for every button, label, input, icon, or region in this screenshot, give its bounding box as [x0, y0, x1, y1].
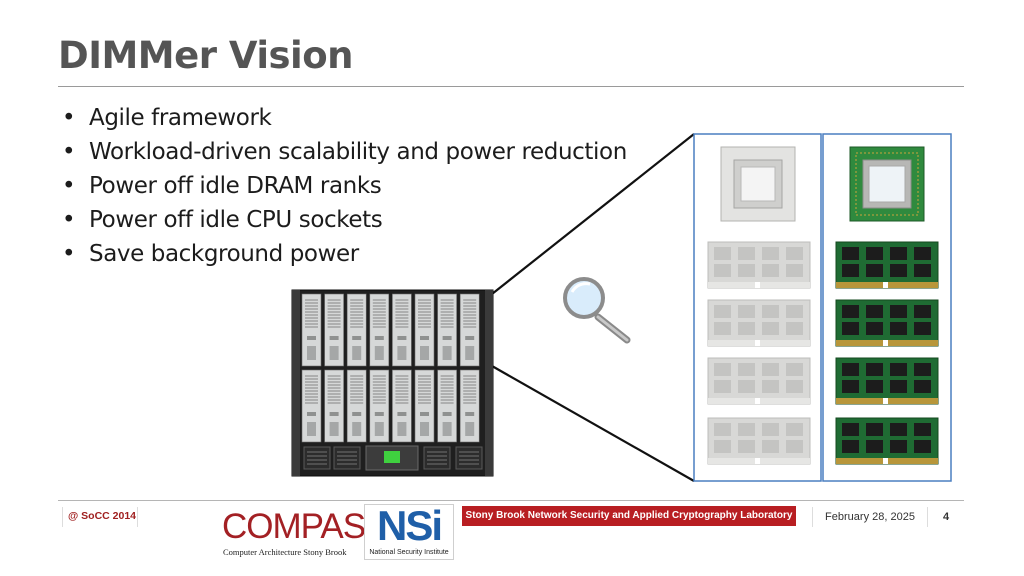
powered-off-panel [693, 133, 822, 482]
bullet-item: • Power off idle DRAM ranks [62, 169, 627, 203]
bullet-dot: • [62, 241, 76, 267]
footer-divider [58, 500, 964, 501]
dram-module-icon [707, 357, 811, 405]
blade-server-icon [291, 289, 494, 477]
conference-label: @ SoCC 2014 [62, 507, 138, 527]
zoom-line-top [491, 133, 695, 295]
bullet-text: Agile framework [89, 105, 272, 131]
zoom-line-bottom [491, 365, 695, 482]
bullet-item: • Workload-driven scalability and power r… [62, 135, 627, 169]
dram-module-icon [835, 299, 939, 347]
slide-title: DIMMer Vision [58, 34, 353, 77]
bullet-list: • Agile framework • Workload-driven scalab… [62, 101, 627, 271]
dram-module-icon [835, 241, 939, 289]
bullet-text: Power off idle DRAM ranks [89, 173, 382, 199]
nsi-logo-subtitle: National Security Institute [369, 549, 449, 556]
bullet-dot: • [62, 105, 76, 131]
nsi-logo: NSi National Security Institute [364, 504, 454, 560]
dram-module-icon [707, 417, 811, 465]
bullet-item: • Agile framework [62, 101, 627, 135]
bullet-dot: • [62, 139, 76, 165]
lab-banner: Stony Brook Network Security and Applied… [462, 506, 796, 526]
title-divider [58, 86, 964, 87]
compas-logo-subtitle: Computer Architecture Stony Brook [223, 547, 347, 557]
footer-date: February 28, 2025 [812, 507, 928, 527]
bullet-item: • Power off idle CPU sockets [62, 203, 627, 237]
magnifier-icon [563, 277, 631, 344]
bullet-text: Power off idle CPU sockets [89, 207, 383, 233]
bullet-dot: • [62, 173, 76, 199]
compas-logo-word: COMPAS [222, 507, 366, 546]
cpu-chip-icon [849, 146, 925, 222]
bullet-dot: • [62, 207, 76, 233]
cpu-chip-icon [720, 146, 796, 222]
bullet-text: Workload-driven scalability and power re… [89, 139, 627, 165]
bullet-item: • Save background power [62, 237, 627, 271]
bullet-text: Save background power [89, 241, 359, 267]
dram-module-icon [707, 241, 811, 289]
compas-logo: COMPAS Computer Architecture Stony Brook [222, 508, 366, 558]
dram-module-icon [707, 299, 811, 347]
dram-module-icon [835, 357, 939, 405]
powered-on-panel [822, 133, 952, 482]
nsi-logo-word: NSi [376, 502, 443, 549]
page-number: 4 [942, 511, 950, 523]
dram-module-icon [835, 417, 939, 465]
